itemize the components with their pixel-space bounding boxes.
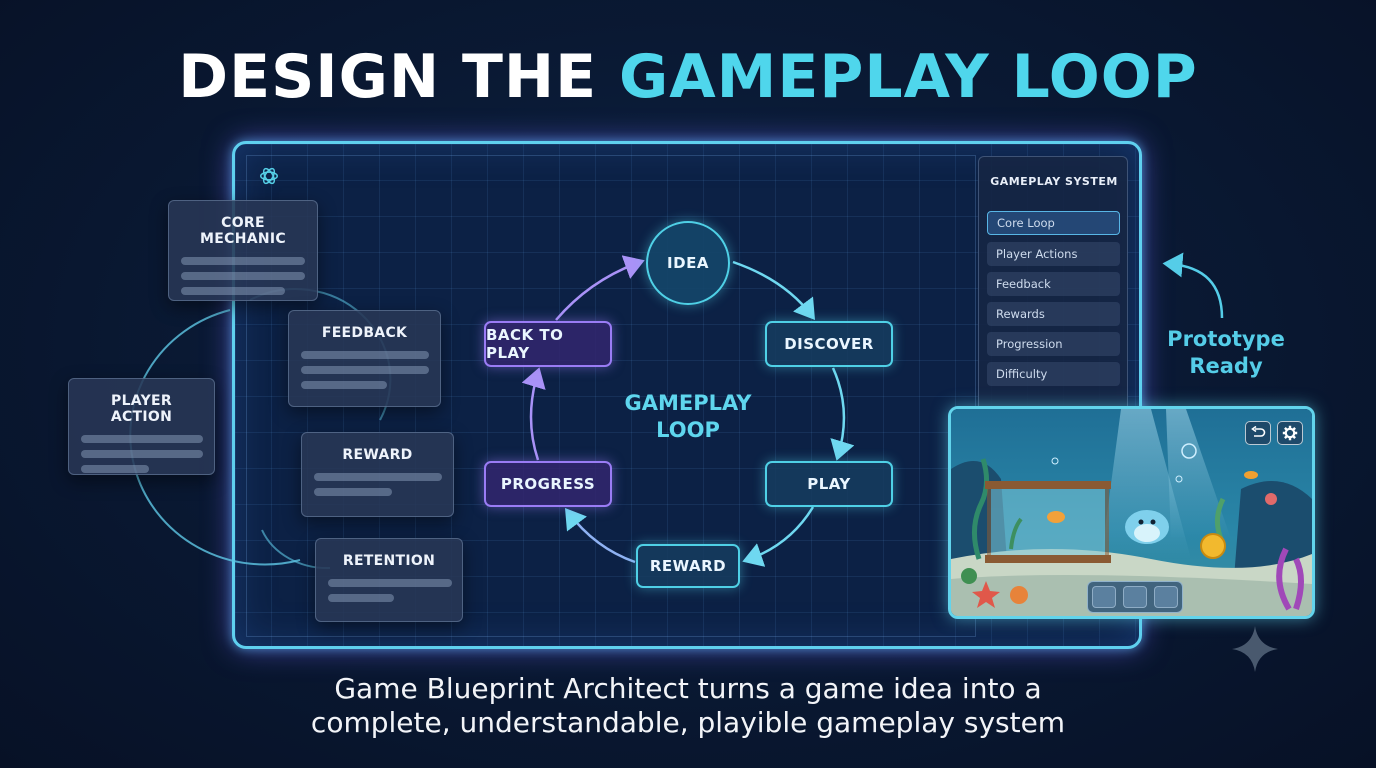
inventory-tray — [1087, 581, 1183, 613]
loop-center-label: GAMEPLAY LOOP — [624, 391, 752, 442]
panel-item-player-actions[interactable]: Player Actions — [987, 242, 1120, 266]
openai-logo-icon — [260, 167, 278, 185]
panel-item-difficulty[interactable]: Difficulty — [987, 362, 1120, 386]
card-player-action[interactable]: PLAYER ACTION — [68, 378, 215, 475]
inventory-slot-fish[interactable] — [1123, 586, 1147, 608]
gear-icon — [1282, 425, 1298, 441]
card-retention[interactable]: RETENTION — [315, 538, 463, 622]
settings-button[interactable] — [1277, 421, 1303, 445]
card-core-mechanic[interactable]: CORE MECHANIC — [168, 200, 318, 301]
loop-node-back-to-play[interactable]: BACK TO PLAY — [484, 321, 612, 367]
panel-title: GAMEPLAY SYSTEM — [990, 175, 1118, 188]
canvas-grid-area — [246, 155, 976, 637]
gameplay-system-panel: GAMEPLAY SYSTEM Core Loop Player Actions… — [978, 156, 1128, 418]
title-part1: DESIGN THE — [178, 42, 619, 112]
inventory-slot-dolphin[interactable] — [1092, 586, 1116, 608]
undo-button[interactable] — [1245, 421, 1271, 445]
loop-node-progress[interactable]: PROGRESS — [484, 461, 612, 507]
page-title: DESIGN THE GAMEPLAY LOOP — [0, 42, 1376, 112]
loop-node-discover[interactable]: DISCOVER — [765, 321, 893, 367]
undo-icon — [1251, 426, 1266, 437]
page-subtitle: Game Blueprint Architect turns a game id… — [310, 672, 1066, 739]
card-reward[interactable]: REWARD — [301, 432, 454, 517]
sparkle-icon — [1232, 626, 1278, 672]
title-part2: GAMEPLAY LOOP — [619, 42, 1198, 112]
game-preview[interactable] — [948, 406, 1315, 619]
loop-node-idea[interactable]: IDEA — [646, 221, 730, 305]
panel-item-feedback[interactable]: Feedback — [987, 272, 1120, 296]
prototype-ready-label: Prototype Ready — [1167, 327, 1285, 378]
loop-node-play[interactable]: PLAY — [765, 461, 893, 507]
loop-node-reward[interactable]: REWARD — [636, 544, 740, 588]
inventory-slot-shell[interactable] — [1154, 586, 1178, 608]
card-feedback[interactable]: FEEDBACK — [288, 310, 441, 407]
panel-item-core-loop[interactable]: Core Loop — [987, 211, 1120, 235]
panel-item-rewards[interactable]: Rewards — [987, 302, 1120, 326]
panel-item-progression[interactable]: Progression — [987, 332, 1120, 356]
